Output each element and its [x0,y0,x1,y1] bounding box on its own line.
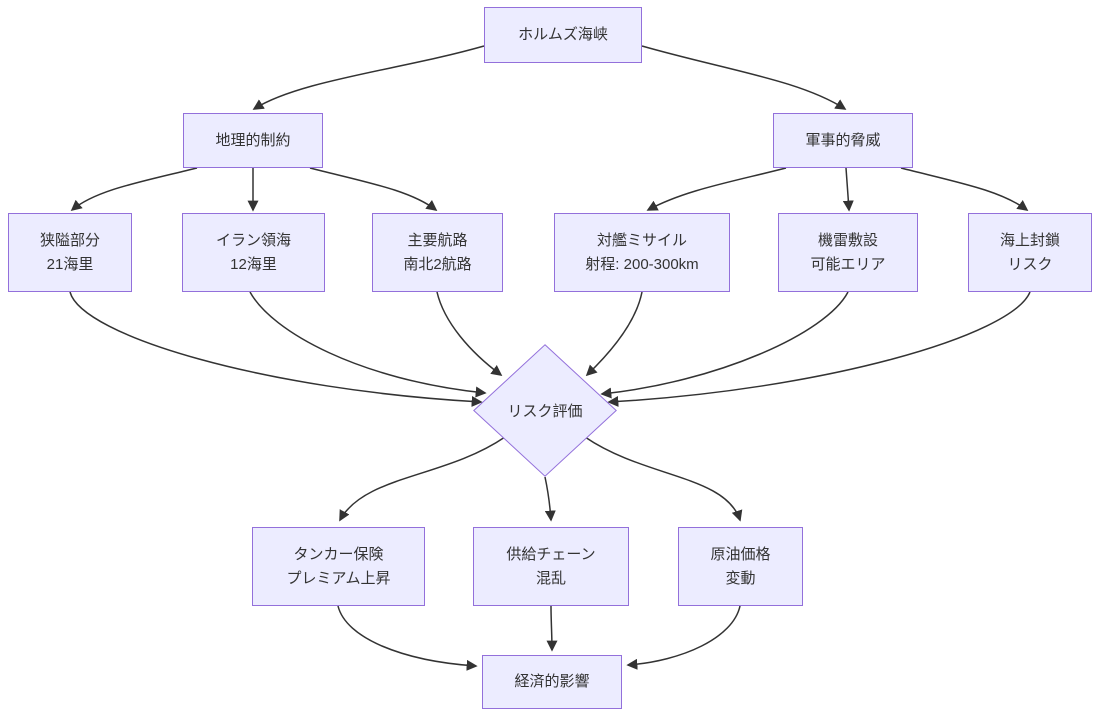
edge-missile-risk [585,291,643,377]
node-risk-assessment: リスク評価 [473,344,617,477]
edge-mil-mine [842,167,854,212]
node-crude-oil-price-volatility-line2: 変動 [725,569,756,587]
node-military-threat: 軍事的脅威 [773,113,913,168]
edge-oil-econ [626,605,741,670]
node-geographic-constraints-label: 地理的制約 [215,131,291,149]
node-geographic-constraints: 地理的制約 [183,113,323,168]
edge-risk-oil [584,436,743,522]
edge-iran-risk [249,291,487,398]
node-main-shipping-lanes-line2: 南北2航路 [403,255,472,273]
edge-strait-mil [641,45,847,110]
node-tanker-insurance-premium: タンカー保険 プレミアム上昇 [252,527,425,606]
node-economic-impact-label: 経済的影響 [514,673,590,690]
node-naval-blockade-risk: 海上封鎖 リスク [968,213,1092,292]
node-crude-oil-price-volatility: 原油価格 変動 [678,527,803,606]
node-main-shipping-lanes: 主要航路 南北2航路 [372,213,503,292]
node-iran-territorial-waters-line2: 12海里 [230,255,277,273]
node-crude-oil-price-volatility-line1: 原油価格 [710,545,771,563]
node-supply-chain-disruption-line2: 混乱 [535,569,566,587]
node-anti-ship-missile-line2: 射程: 200-300km [585,255,699,273]
node-mine-laying-area-line2: 可能エリア [810,255,886,273]
node-anti-ship-missile-line1: 対艦ミサイル [596,231,687,249]
edge-supply-econ [546,605,558,652]
edge-geo-narrow [70,167,198,212]
edge-tanker-econ [337,605,478,671]
node-risk-assessment-label: リスク評価 [507,403,583,420]
node-supply-chain-disruption: 供給チェーン 混乱 [473,527,629,606]
node-iran-territorial-waters-line1: イラン領海 [215,231,291,249]
node-economic-impact: 経済的影響 [482,655,622,709]
node-iran-territorial-waters: イラン領海 12海里 [182,213,325,292]
node-narrow-section: 狭隘部分 21海里 [8,213,132,292]
node-mine-laying-area-line1: 機雷敷設 [817,231,878,249]
node-supply-chain-disruption-line1: 供給チェーン [506,545,596,563]
node-hormuz-strait: ホルムズ海峡 [484,7,642,63]
node-naval-blockade-risk-line1: 海上封鎖 [999,231,1060,249]
node-hormuz-strait-label: ホルムズ海峡 [518,26,608,43]
edge-mil-blockade [900,167,1029,211]
edge-mine-risk [600,291,849,399]
node-anti-ship-missile: 対艦ミサイル 射程: 200-300km [554,213,730,292]
node-military-threat-label: 軍事的脅威 [805,131,881,149]
edge-risk-supply [544,476,556,522]
node-narrow-section-line1: 狭隘部分 [39,231,100,249]
edge-mil-missile [646,167,787,211]
node-tanker-insurance-premium-line2: プレミアム上昇 [286,569,391,587]
edge-risk-tanker [339,436,506,522]
node-narrow-section-line2: 21海里 [46,255,94,273]
edge-blockade-risk [607,291,1031,407]
node-tanker-insurance-premium-line1: タンカー保険 [293,545,384,563]
edge-strait-geo [252,45,485,110]
node-main-shipping-lanes-line1: 主要航路 [407,231,468,249]
diamond-shape [473,344,617,477]
edge-geo-route [309,167,438,212]
node-naval-blockade-risk-line2: リスク [1007,255,1053,273]
node-mine-laying-area: 機雷敷設 可能エリア [778,213,918,292]
edge-route-risk [436,291,503,376]
edge-narrow-risk [69,291,483,407]
